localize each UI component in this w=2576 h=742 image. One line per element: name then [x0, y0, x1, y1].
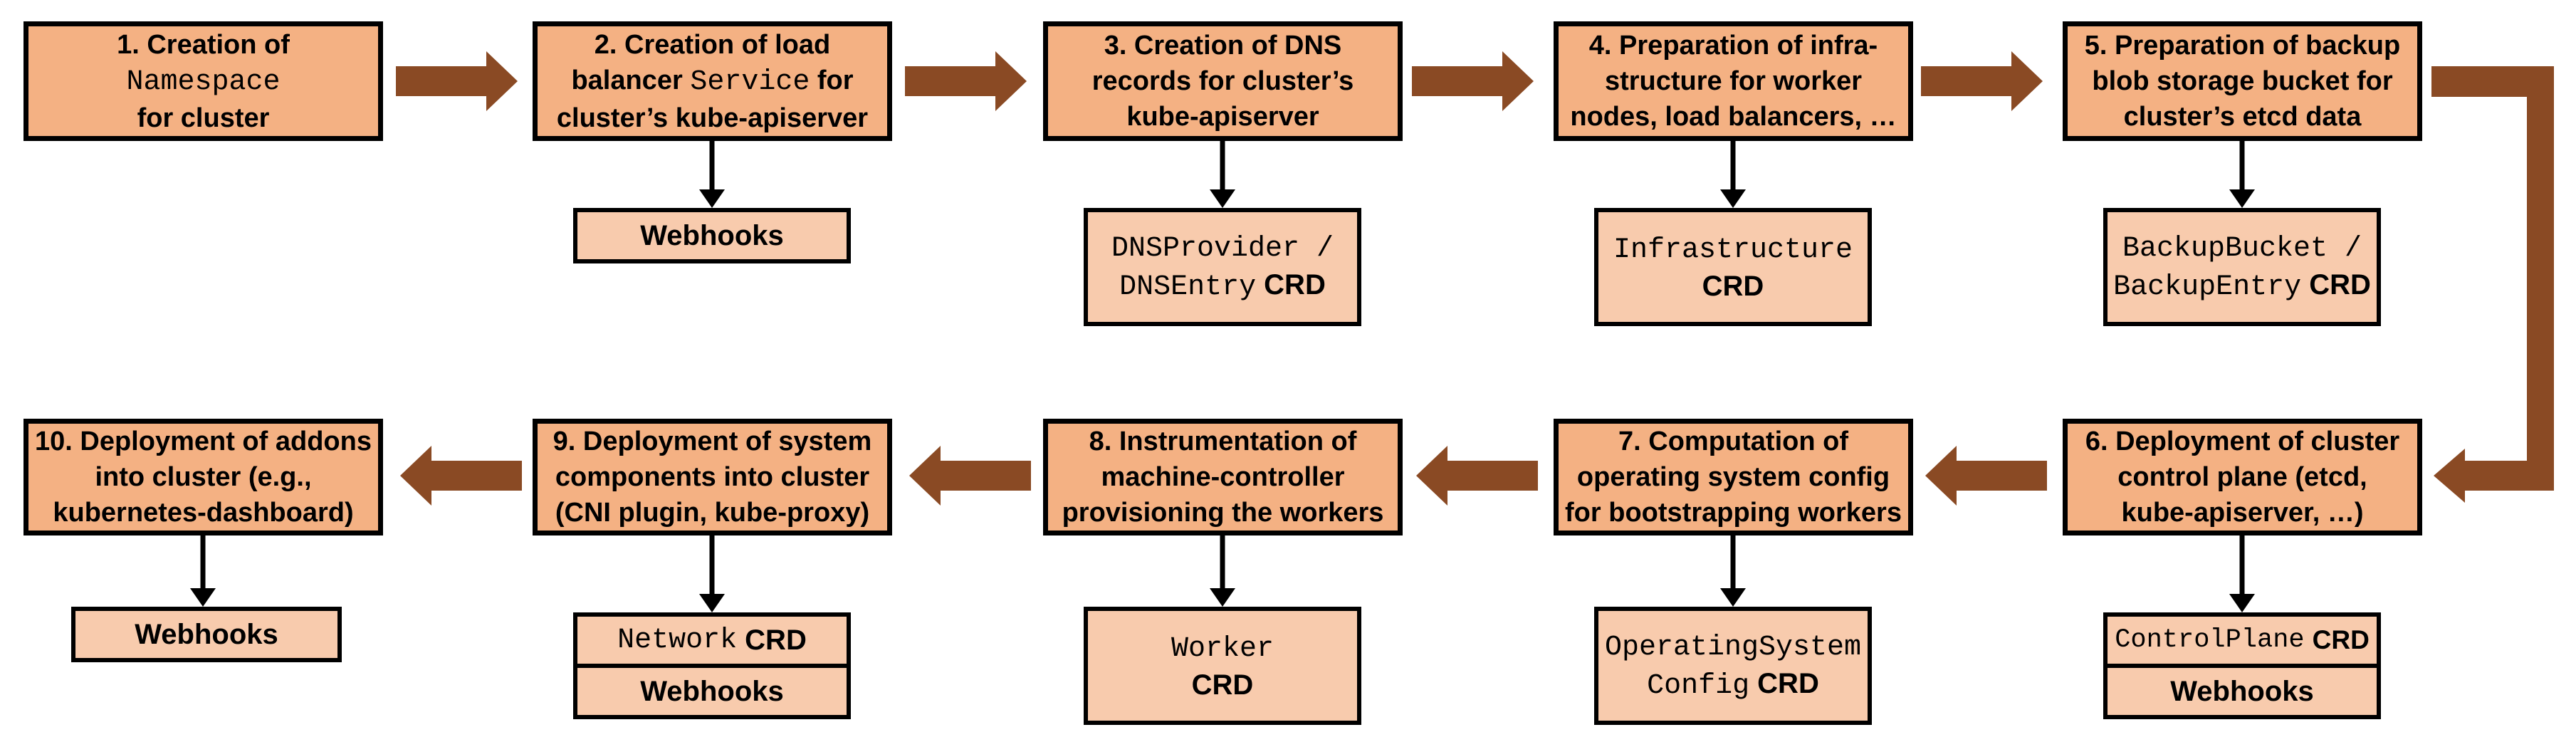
step-3-box: 3. Creation of DNS records for cluster’s…	[1043, 21, 1403, 141]
step-10-title-line: kubernetes-dashboard)	[53, 498, 354, 528]
flow-arrow-step3-step4-icon	[1412, 51, 1534, 111]
step-9-box: 9. Deployment of system components into …	[533, 419, 892, 535]
step-8-title-line: machine-controller	[1101, 462, 1345, 492]
webhooks-label: Webhooks	[135, 619, 278, 650]
step-6-box: 6. Deployment of cluster control plane (…	[2063, 419, 2422, 535]
flow-arrow-step2-step3-icon	[905, 51, 1027, 111]
step-9-webhooks-box: Webhooks	[573, 664, 851, 719]
step-2-title-line: balancer Service for	[571, 65, 854, 98]
crd-label-line: OperatingSystem	[1604, 632, 1862, 664]
sub-arrow-step4-icon	[1720, 141, 1746, 208]
crd-label-line: Infrastructure	[1613, 234, 1853, 266]
crd-label-line: Worker	[1171, 633, 1274, 665]
flow-arrow-step4-step5-icon	[1921, 51, 2043, 111]
step-5-title-line: cluster’s etcd data	[2123, 102, 2362, 132]
webhooks-label: Webhooks	[2170, 675, 2314, 707]
crd-label-line: CRD	[1702, 271, 1764, 302]
flow-elbow-step5-step6-icon	[2431, 66, 2554, 503]
sub-arrow-step6-icon	[2229, 535, 2255, 612]
flow-arrow-step1-step2-icon	[396, 51, 518, 111]
crd-label-line: DNSProvider /	[1111, 233, 1334, 265]
flow-arrow-step9-step10-icon	[400, 446, 522, 506]
step-1-box: 1. Creation of Namespace for cluster	[23, 21, 383, 141]
step-4-title-line: structure for worker	[1604, 66, 1863, 96]
step-6-title-line: kube-apiserver, …)	[2121, 498, 2364, 528]
step-10-title-line: 10. Deployment of addons	[35, 427, 372, 456]
crd-label-line: BackupBucket /	[2122, 233, 2362, 265]
step-7-box: 7. Computation of operating system confi…	[1554, 419, 1913, 535]
sub-arrow-step8-icon	[1210, 535, 1235, 607]
step-9-title-line: 9. Deployment of system	[553, 427, 872, 456]
webhooks-label: Webhooks	[640, 220, 784, 251]
step-5-title-line: 5. Preparation of backup	[2084, 31, 2401, 61]
step-5-box: 5. Preparation of backup blob storage bu…	[2063, 21, 2422, 141]
step-1-title-line: 1. Creation of	[117, 29, 290, 60]
sub-arrow-step9-icon	[699, 535, 725, 612]
step-8-title-line: 8. Instrumentation of	[1089, 427, 1357, 456]
sub-arrow-step2-icon	[699, 141, 725, 208]
step-9-title-line: components into cluster	[555, 462, 870, 492]
step-8-box: 8. Instrumentation of machine-controller…	[1043, 419, 1403, 535]
step-3-title-line: kube-apiserver	[1126, 102, 1319, 132]
step-1-title-line: for cluster	[137, 103, 270, 133]
step-10-box: 10. Deployment of addons into cluster (e…	[23, 419, 383, 535]
step-3-title-line: records for cluster’s	[1091, 66, 1354, 96]
step-3-title-line: 3. Creation of DNS	[1104, 31, 1342, 61]
step-6-title-line: control plane (etcd,	[2117, 462, 2367, 492]
step-2-title-line: cluster’s kube-apiserver	[556, 103, 869, 133]
step-8-crd-box: Worker CRD	[1084, 607, 1361, 725]
step-2-title-line: 2. Creation of load	[594, 29, 831, 60]
step-7-title-line: 7. Computation of	[1618, 427, 1848, 456]
step-6-webhooks-box: Webhooks	[2103, 664, 2381, 719]
step-4-box: 4. Preparation of infra- structure for w…	[1554, 21, 1913, 141]
sub-arrow-step7-icon	[1720, 535, 1746, 607]
step-4-title-line: 4. Preparation of infra-	[1588, 31, 1878, 61]
step-2-box: 2. Creation of load balancer Service for…	[533, 21, 892, 141]
webhooks-label: Webhooks	[640, 675, 784, 707]
flow-arrow-step7-step8-icon	[1416, 446, 1538, 506]
crd-label-line: CRD	[1191, 669, 1254, 701]
step-5-title-line: blob storage bucket for	[2092, 66, 2393, 96]
step-6-title-line: 6. Deployment of cluster	[2085, 427, 2400, 456]
step-4-crd-box: Infrastructure CRD	[1594, 208, 1872, 326]
step-10-webhooks-box: Webhooks	[71, 607, 342, 662]
step-7-title-line: operating system config	[1576, 462, 1890, 492]
flow-arrow-step8-step9-icon	[909, 446, 1031, 506]
sub-arrow-step10-icon	[190, 535, 216, 607]
flow-arrow-step6-step7-icon	[1925, 446, 2047, 506]
sub-arrow-step3-icon	[1210, 141, 1235, 208]
step-10-title-line: into cluster (e.g.,	[95, 462, 312, 492]
step-9-title-line: (CNI plugin, kube-proxy)	[555, 498, 870, 528]
step-8-title-line: provisioning the workers	[1062, 498, 1384, 528]
sub-arrow-step5-icon	[2229, 141, 2255, 208]
step-2-webhooks-box: Webhooks	[573, 208, 851, 263]
step-1-title-line: Namespace	[126, 66, 281, 98]
step-4-title-line: nodes, load balancers, …	[1570, 102, 1897, 132]
step-7-title-line: for bootstrapping workers	[1565, 498, 1902, 528]
